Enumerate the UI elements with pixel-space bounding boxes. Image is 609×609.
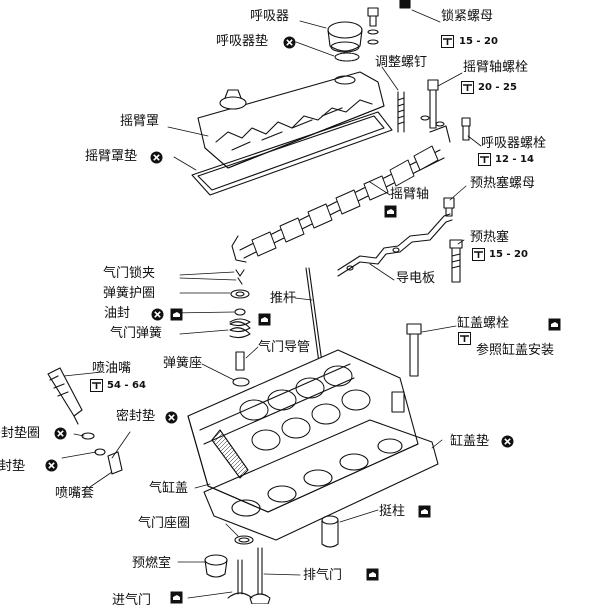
nozzle-part [47,367,83,425]
label-valve-spring: 气门弹簧 [110,326,163,341]
tappet-part [321,515,339,548]
breather-part [327,21,363,62]
x-circle-icon [165,411,178,424]
label-nozzle: 喷油嘴 [92,361,132,376]
label-nozzle-sleeve: 喷嘴套 [55,486,95,501]
label-seal-washer: 密封垫圈 [0,426,41,441]
label-rocker-bolt: 摇臂轴螺栓 [463,60,529,75]
label-glow-plug: 预热塞 [470,230,510,245]
x-circle-icon [54,427,67,440]
label-seal-gasket-left: 密封垫 [0,459,26,474]
rocker-bolt-part [420,79,445,129]
exhaust-valve-part [249,547,271,604]
label-breather-gasket: 呼吸器垫 [216,34,269,49]
spring-seat-part [232,377,250,387]
spring-retainer-part [230,289,250,299]
cylinder-head-part [187,349,419,513]
rocker-cover-part [197,71,385,169]
torque-wrench-icon [90,379,103,392]
label-rocker-cover-gasket: 摇臂罩垫 [85,149,138,164]
oil-can-icon [170,308,183,321]
torque-nozzle: 54 - 64 [107,380,146,391]
nozzle-sleeve-part [107,451,123,475]
conductor-plate-part [337,213,453,277]
label-push-rod: 推杆 [270,291,297,306]
label-rocker-cover: 摇臂罩 [120,114,160,129]
torque-lock-nut: 15 - 20 [459,36,498,47]
x-circle-icon [150,151,163,164]
torque-wrench-icon [478,153,491,166]
label-adjust-screw: 调整螺钉 [375,55,428,70]
label-see-install: 参照缸盖安装 [476,343,555,358]
leader-lines [61,9,482,599]
oil-can-icon [418,505,431,518]
x-circle-icon [45,459,58,472]
label-valve-lock: 气门锁夹 [103,266,156,281]
x-circle-icon [151,308,164,321]
rocker-shaft-assembly [231,125,451,263]
oil-can-icon [258,313,271,326]
torque-wrench-icon [458,332,471,345]
adjust-screw-part [397,91,405,133]
oil-can-icon [170,591,183,604]
label-conductor: 导电板 [396,271,436,286]
oil-can-icon [384,205,397,218]
label-cylinder-head: 气缸盖 [149,481,189,496]
seal-gasket-part [94,448,106,456]
rocker-cover-gasket-part [191,111,393,196]
torque-rocker-bolt: 20 - 25 [478,82,517,93]
label-valve-seat: 气门座圈 [138,516,191,531]
precombustion-part [204,554,228,578]
label-head-bolt: 缸盖螺栓 [457,316,510,331]
label-rocker-shaft: 摇臂轴 [390,187,430,202]
valve-seat-part [234,535,254,545]
label-breather-bolt: 呼吸器螺栓 [481,136,547,151]
oil-seal-part [234,308,246,316]
breather-bolt-part [461,117,471,141]
push-rod-part [305,267,324,371]
label-glow-nut: 预热塞螺母 [470,176,536,191]
label-spring-seat: 弹簧座 [163,356,203,371]
label-spring-retainer: 弹簧护圈 [103,286,156,301]
valve-lock-part [235,269,245,285]
oil-can-icon [366,568,379,581]
torque-wrench-icon [441,35,454,48]
valve-spring-part [229,318,251,339]
label-exhaust-valve: 排气门 [303,568,343,583]
glow-plug-part [449,239,463,283]
label-tappet: 挺柱 [379,504,406,519]
oil-can-icon [548,318,561,331]
valve-guide-part [235,351,245,371]
head-gasket-part [203,419,439,541]
label-head-gasket: 缸盖垫 [450,434,490,449]
torque-wrench-icon [472,248,485,261]
glow-nut-part [443,197,455,217]
torque-breather-bolt: 12 - 14 [495,154,534,165]
torque-wrench-icon [461,81,474,94]
label-precombustion: 预燃室 [132,556,172,571]
label-breather: 呼吸器 [250,9,290,24]
label-lock-nut: 锁紧螺母 [441,9,494,24]
x-circle-icon [501,435,514,448]
head-bolt-part [406,323,422,377]
breather-top-bolt [367,0,411,45]
x-circle-icon [283,36,296,49]
torque-glow-plug: 15 - 20 [489,249,528,260]
label-oil-seal: 油封 [104,306,131,321]
label-intake-valve: 进气门 [112,593,152,608]
label-valve-guide: 气门导管 [258,340,311,355]
intake-valve-part [227,559,253,599]
label-seal-gasket-right: 密封垫 [116,409,156,424]
